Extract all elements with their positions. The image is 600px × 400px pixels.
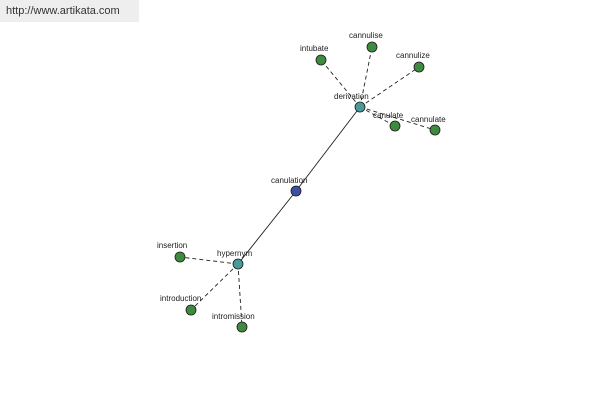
edge-canulation-derivation <box>295 106 361 192</box>
node-label-intubate[interactable]: intubate <box>300 44 329 53</box>
node-label-intromission[interactable]: intromission <box>212 312 255 321</box>
labels-layer: canulation derivation hypernym intubate cann… <box>157 31 446 321</box>
node-label-derivation[interactable]: derivation <box>334 92 369 101</box>
node-label-canulate[interactable]: canulate <box>373 111 404 120</box>
node-intubate[interactable] <box>315 54 327 66</box>
node-label-introduction[interactable]: introduction <box>160 294 201 303</box>
node-derivation[interactable] <box>354 101 366 113</box>
node-canulation[interactable] <box>290 185 302 197</box>
edge-hypernym-insertion <box>179 256 239 265</box>
node-insertion[interactable] <box>174 251 186 263</box>
edge-hypernym-intromission <box>237 263 243 328</box>
node-cannulise[interactable] <box>366 41 378 53</box>
node-hypernym[interactable] <box>232 258 244 270</box>
node-label-hypernym[interactable]: hypernym <box>217 249 252 258</box>
node-label-cannulate[interactable]: cannulate <box>411 115 446 124</box>
node-label-cannulize[interactable]: cannulize <box>396 51 430 60</box>
edge-derivation-cannulise <box>359 46 373 108</box>
node-label-cannulise[interactable]: cannulise <box>349 31 383 40</box>
edge-derivation-cannulate <box>359 106 436 131</box>
edges-layer <box>179 46 436 328</box>
node-cannulize[interactable] <box>413 61 425 73</box>
node-label-canulation[interactable]: canulation <box>271 176 307 185</box>
nodes-layer <box>174 41 441 333</box>
edge-derivation-intubate <box>320 59 361 108</box>
node-canulate[interactable] <box>389 120 401 132</box>
node-cannulate[interactable] <box>429 124 441 136</box>
node-label-insertion[interactable]: insertion <box>157 241 187 250</box>
node-introduction[interactable] <box>185 304 197 316</box>
edge-derivation-cannulize <box>359 66 420 108</box>
site-url-link[interactable]: http://www.artikata.com <box>0 0 139 22</box>
edge-canulation-hypernym <box>237 190 297 265</box>
node-intromission[interactable] <box>236 321 248 333</box>
edge-hypernym-introduction <box>190 263 239 311</box>
